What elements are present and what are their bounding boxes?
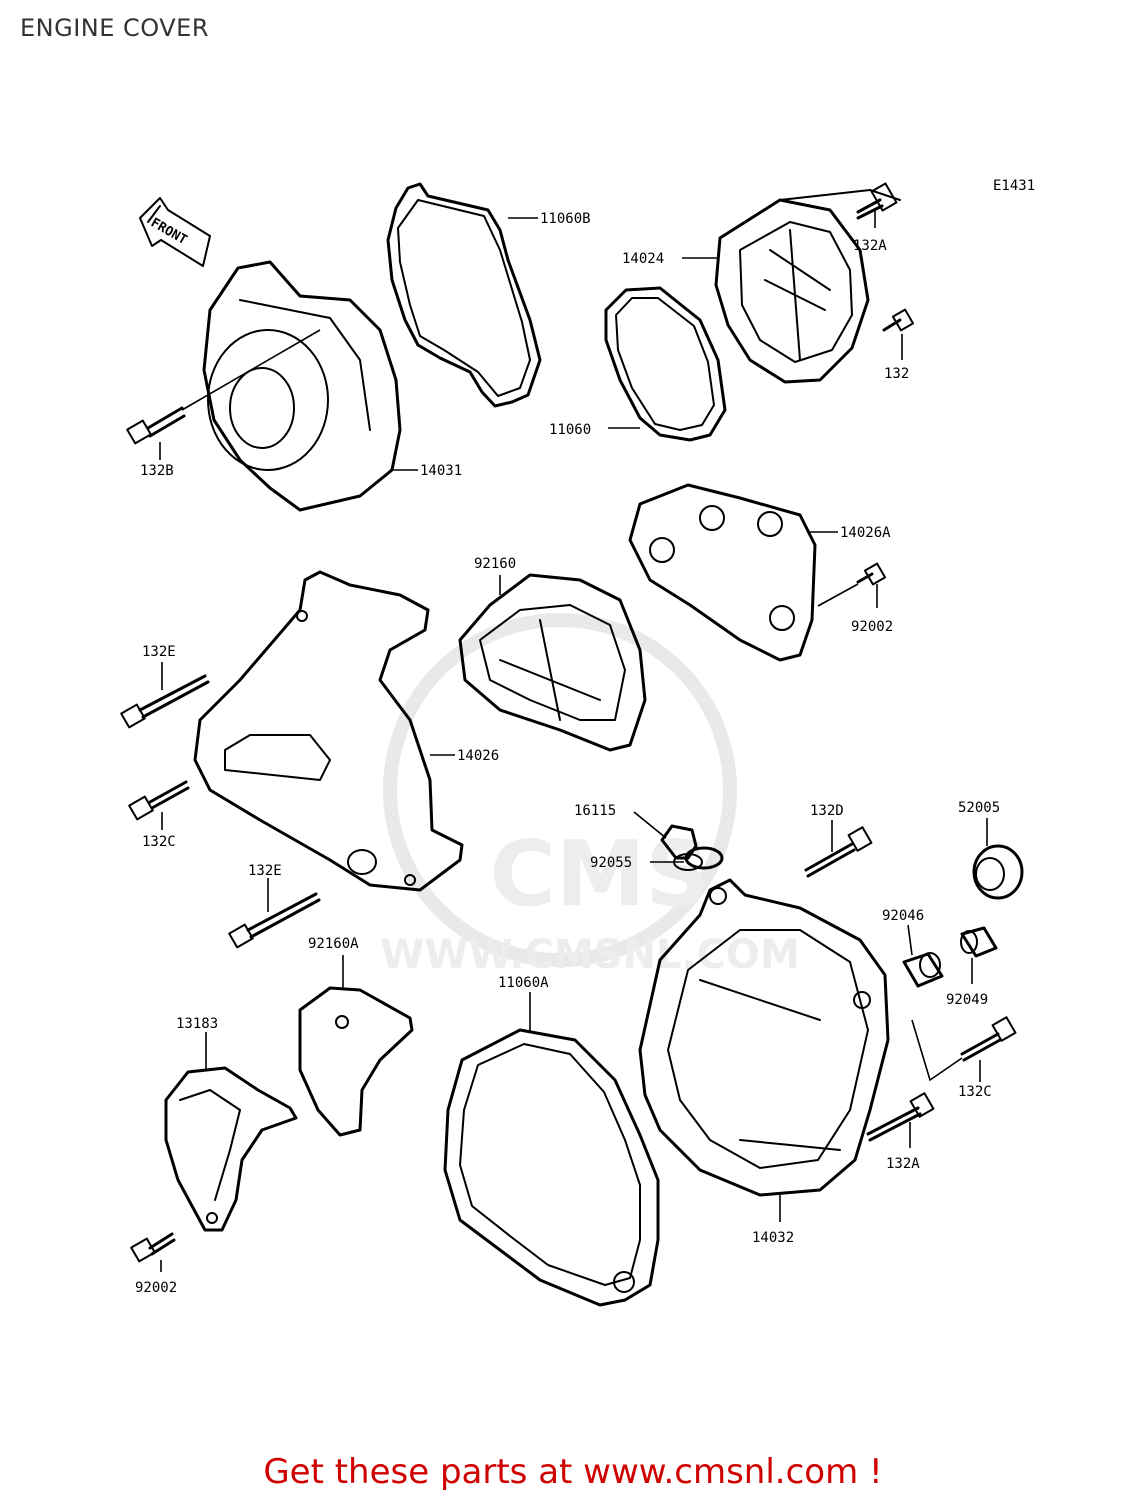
label-52005: 52005 — [958, 800, 1000, 816]
label-132a-bottom: 132A — [886, 1156, 920, 1172]
cover-14032 — [638, 878, 890, 1197]
o-ring-92055 — [684, 846, 724, 870]
bolt-132b — [126, 329, 321, 445]
label-11060: 11060 — [549, 422, 591, 438]
label-14032: 14032 — [752, 1230, 794, 1246]
label-92160: 92160 — [474, 556, 516, 572]
watermark-brand: CMS — [490, 822, 710, 927]
bolt-132d — [804, 826, 873, 878]
bolt-132c-right — [911, 1016, 1017, 1082]
label-92002-bottom: 92002 — [135, 1280, 177, 1296]
label-132a-top: 132A — [853, 238, 887, 254]
label-14026a: 14026A — [840, 525, 891, 541]
gasket-14026a — [628, 483, 817, 662]
watermark: CMS WWW.CMSNL.COM — [380, 613, 800, 978]
bolt-132a-top — [856, 182, 898, 220]
inner-cover-92160 — [458, 573, 647, 752]
bolt-132c-left — [128, 780, 190, 821]
label-132c-left: 132C — [142, 834, 176, 850]
watermark-url: WWW.CMSNL.COM — [380, 932, 800, 978]
cover-14031 — [202, 260, 402, 512]
bearing-92046 — [902, 952, 944, 988]
seal-52005 — [972, 844, 1024, 900]
bolt-132a-bottom — [866, 1092, 935, 1142]
label-132e-top: 132E — [142, 644, 176, 660]
label-132b: 132B — [140, 463, 174, 479]
gasket-11060a — [443, 1028, 660, 1307]
label-13183: 13183 — [176, 1016, 218, 1032]
label-11060a: 11060A — [498, 975, 549, 991]
bolt-132e-top — [120, 674, 210, 729]
page-title: ENGINE COVER — [20, 14, 210, 42]
footer-promo-link[interactable]: Get these parts at www.cmsnl.com ! — [263, 1452, 883, 1492]
label-92046: 92046 — [882, 908, 924, 924]
gasket-11060 — [604, 286, 727, 442]
label-14031: 14031 — [420, 463, 462, 479]
exploded-parts-diagram: CMS WWW.CMSNL.COM E1431 FRONT 11060B 140… — [120, 178, 1035, 1307]
bolt-132e-bottom — [228, 892, 321, 949]
label-92055: 92055 — [590, 855, 632, 871]
label-132e-bottom: 132E — [248, 863, 282, 879]
label-14024: 14024 — [622, 251, 664, 267]
label-132c-right: 132C — [958, 1084, 992, 1100]
label-16115: 16115 — [574, 803, 616, 819]
gasket-11060b — [386, 182, 542, 408]
cover-14024 — [714, 189, 901, 384]
bolt-92002-mid — [817, 562, 887, 607]
label-11060b: 11060B — [540, 211, 591, 227]
label-14026: 14026 — [457, 748, 499, 764]
label-92160a: 92160A — [308, 936, 359, 952]
label-132: 132 — [884, 366, 909, 382]
front-arrow-icon: FRONT — [139, 197, 211, 267]
cover-14026 — [193, 570, 464, 892]
collar-92049 — [960, 926, 998, 958]
bolt-92002-bottom — [130, 1232, 176, 1263]
inner-cover-92160a — [298, 986, 414, 1137]
plate-13183 — [164, 1066, 298, 1232]
diagram-code: E1431 — [993, 178, 1035, 194]
label-92002-mid: 92002 — [851, 619, 893, 635]
label-92049: 92049 — [946, 992, 988, 1008]
bolt-132 — [882, 308, 915, 332]
label-132d: 132D — [810, 803, 844, 819]
